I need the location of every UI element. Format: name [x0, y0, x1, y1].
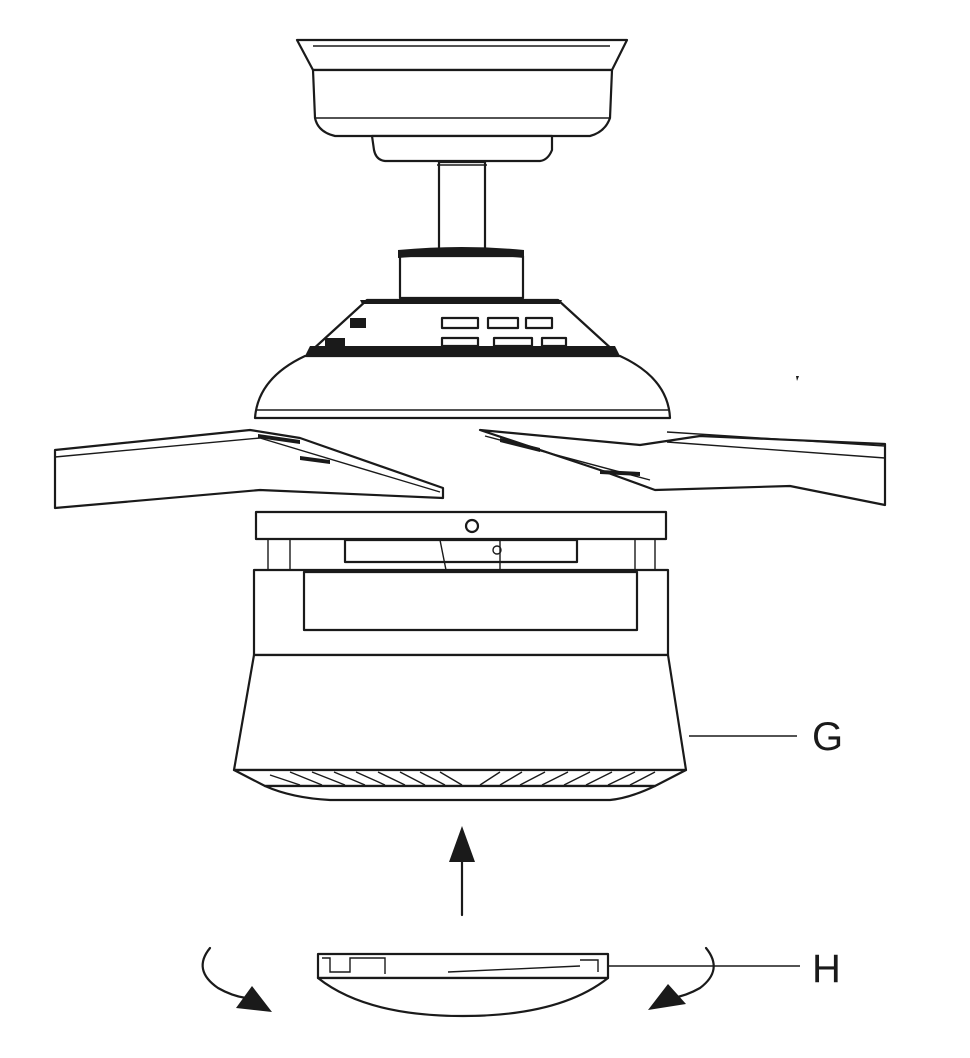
motor-housing: [253, 247, 672, 420]
downrod: [437, 160, 487, 254]
vent-fins: [269, 771, 656, 786]
callout-g-label: G: [812, 715, 843, 759]
rotation-arrow-right: [648, 946, 715, 1010]
stray-mark: [796, 376, 799, 381]
vent-slots: [325, 316, 568, 348]
callout-h: H: [608, 947, 841, 991]
light-cover: [316, 952, 610, 1018]
callout-h-label: H: [812, 947, 841, 991]
mounting-bracket: [254, 510, 668, 571]
fan-blades: [53, 428, 887, 510]
rotation-arrow-left: [201, 946, 272, 1012]
insert-up-arrow: [449, 826, 475, 917]
canopy: [295, 38, 629, 163]
light-kit-housing: [232, 568, 688, 802]
callout-g: G: [689, 715, 843, 759]
